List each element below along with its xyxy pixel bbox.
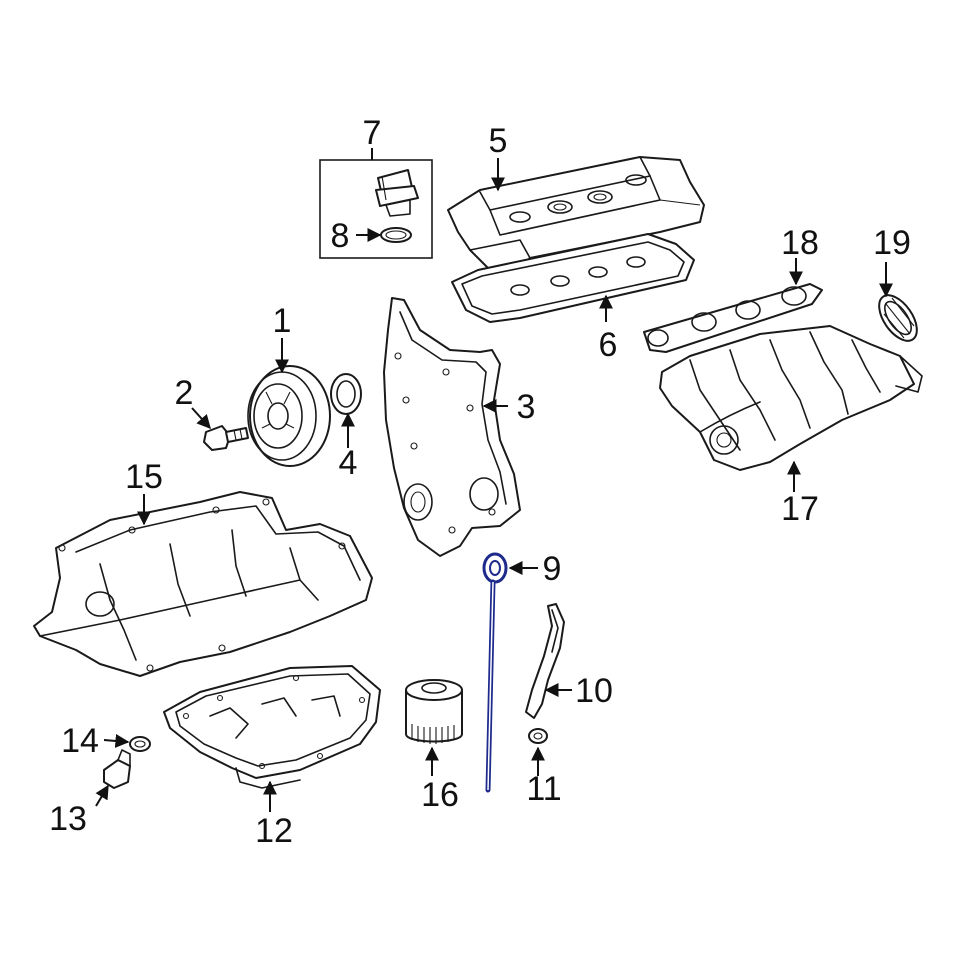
callout-10[interactable]: 10 <box>575 672 613 710</box>
callout-14[interactable]: 14 <box>61 722 99 760</box>
drain-plug[interactable] <box>103 749 131 789</box>
callout-15[interactable]: 15 <box>125 458 163 496</box>
throttle-body-gasket[interactable] <box>872 289 925 348</box>
oil-filter[interactable] <box>405 679 463 744</box>
callout-13[interactable]: 13 <box>49 800 87 838</box>
callout-4[interactable]: 4 <box>339 444 358 482</box>
callout-11[interactable]: 11 <box>526 770 561 808</box>
drain-plug-gasket[interactable] <box>129 736 151 752</box>
callout-6[interactable]: 6 <box>599 326 618 364</box>
timing-chain-cover[interactable] <box>383 297 521 557</box>
callout-19[interactable]: 19 <box>873 224 911 262</box>
oil-filler-cap-box <box>319 159 433 259</box>
upper-oil-pan[interactable] <box>33 491 373 677</box>
leader-lines <box>95 148 893 812</box>
oil-filler-cap[interactable] <box>375 169 419 217</box>
callout-16[interactable]: 16 <box>421 776 459 814</box>
crankshaft-front-seal[interactable] <box>330 373 362 415</box>
callout-12[interactable]: 12 <box>255 812 293 850</box>
valve-cover[interactable] <box>447 156 705 273</box>
callout-3[interactable]: 3 <box>517 388 536 426</box>
valve-cover-gasket[interactable] <box>451 233 695 323</box>
callout-labels: 1 2 3 4 5 6 7 8 9 10 11 12 13 14 15 16 1… <box>49 114 911 850</box>
callout-8[interactable]: 8 <box>331 217 350 255</box>
oil-dipstick[interactable] <box>482 552 508 793</box>
dipstick-guide[interactable] <box>525 603 565 719</box>
pulley-bolt[interactable] <box>203 425 249 451</box>
callout-18[interactable]: 18 <box>781 224 819 262</box>
callout-5[interactable]: 5 <box>489 122 508 160</box>
callout-9[interactable]: 9 <box>543 550 562 588</box>
intake-manifold[interactable] <box>659 325 923 471</box>
callout-7[interactable]: 7 <box>363 114 382 152</box>
intake-manifold-gasket[interactable] <box>643 283 823 353</box>
callout-1[interactable]: 1 <box>273 302 292 340</box>
dipstick-guide-o-ring[interactable] <box>528 728 548 744</box>
crankshaft-pulley[interactable] <box>247 365 331 467</box>
lower-oil-pan[interactable] <box>163 665 381 789</box>
oil-filler-cap-gasket[interactable] <box>380 227 412 243</box>
callout-17[interactable]: 17 <box>781 490 819 528</box>
callout-2[interactable]: 2 <box>175 374 194 412</box>
